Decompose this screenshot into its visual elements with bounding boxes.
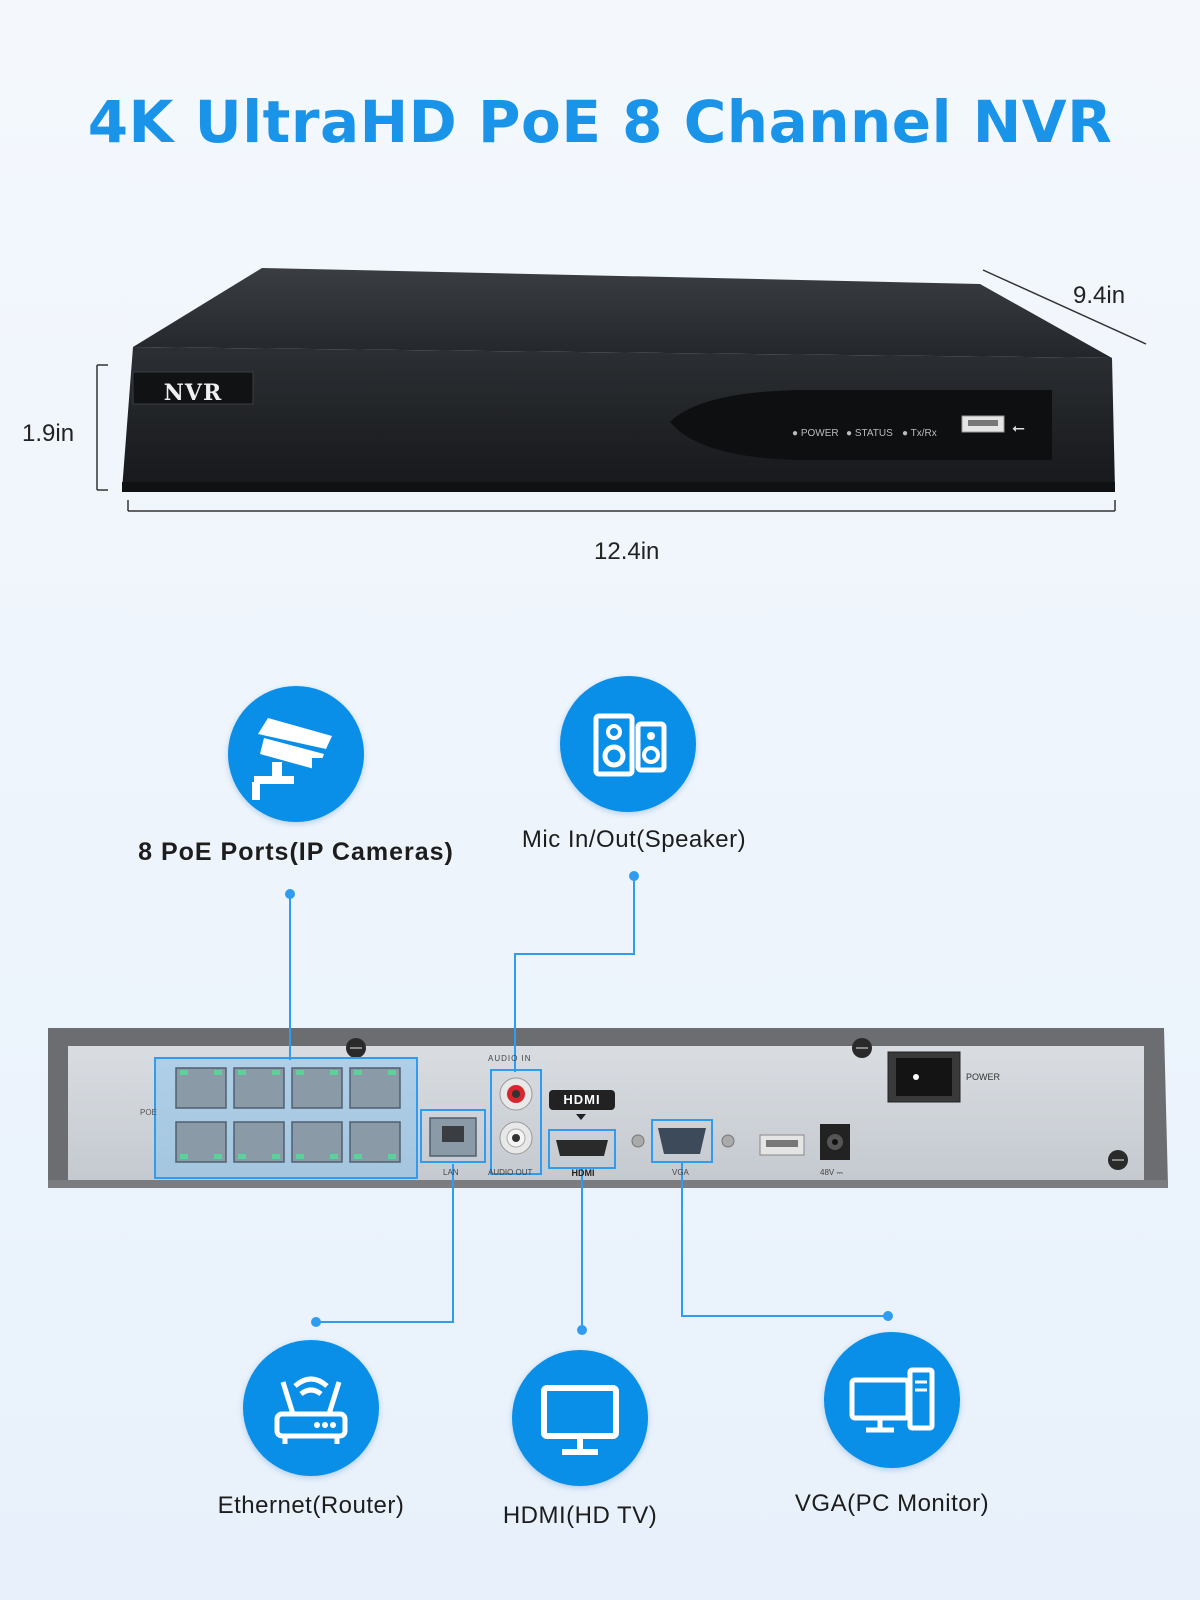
monitor-icon [512, 1350, 648, 1486]
front-indicator-status: ● STATUS [846, 428, 893, 439]
depth-label: 9.4in [1073, 282, 1126, 309]
router-icon [243, 1340, 379, 1476]
hdmi-port-text: HDMI [571, 1168, 595, 1178]
depth-dimension-line [982, 269, 1147, 345]
page-title: 4K UltraHD PoE 8 Channel NVR [87, 88, 1113, 156]
vga-label: VGA(PC Monitor) [794, 1490, 990, 1517]
ethernet-label: Ethernet(Router) [217, 1492, 405, 1519]
width-dimension-line [127, 500, 1116, 512]
height-label: 1.9in [22, 420, 75, 447]
front-indicator-power: ● POWER [792, 428, 839, 439]
usb-symbol-icon: ⭠ [1012, 420, 1025, 437]
lan-text: LAN [443, 1168, 459, 1177]
audio-label: Mic In/Out(Speaker) [521, 826, 747, 853]
front-indicator-txrx: ● Tx/Rx [902, 428, 937, 439]
nvr-badge-label: NVR [163, 380, 223, 406]
dc-text: 48V ⎓ [820, 1168, 843, 1177]
vga-text: VGA [672, 1168, 689, 1177]
hdmi-logo-text: HDMI [563, 1092, 601, 1107]
audio-out-text: AUDIO OUT [488, 1168, 533, 1177]
speaker-icon [560, 676, 696, 812]
nvr-front-view [96, 268, 1147, 512]
poe-text: POE [140, 1108, 157, 1117]
audio-in-text: AUDIO IN [488, 1054, 532, 1063]
poe-ports-label: 8 PoE Ports(IP Cameras) [138, 838, 454, 866]
height-dimension-line [96, 364, 108, 491]
power-switch-text: POWER [966, 1072, 1001, 1082]
cctv-camera-icon [228, 686, 364, 822]
pc-monitor-icon [824, 1332, 960, 1468]
hdmi-label: HDMI(HD TV) [502, 1502, 658, 1529]
width-label: 12.4in [594, 538, 660, 565]
